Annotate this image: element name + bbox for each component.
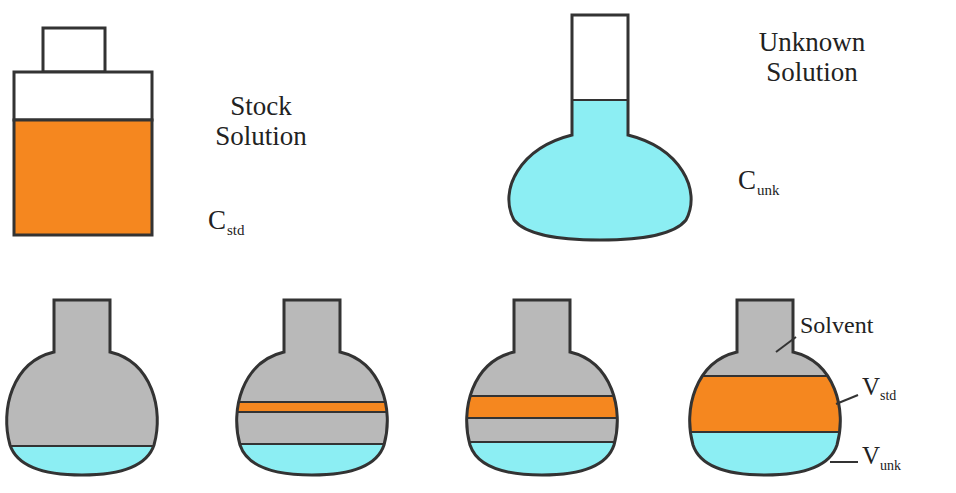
subscript: unk [880,458,901,473]
solution-label: Stock Solution [196,92,326,151]
dilution-flask [452,300,632,482]
volume-symbol: V [862,373,880,401]
solution-label: Unknown Solution [712,28,912,87]
concentration-symbol: C [208,206,226,236]
dilution-flask [222,300,402,484]
stock-bottle [14,28,152,235]
subscript: unk [757,182,780,199]
leader-lines [776,337,858,462]
unknown-flask [490,0,710,250]
subscript: std [227,222,245,239]
subscript: std [880,388,896,403]
concentration-symbol: C [738,166,756,196]
dilution-flask [0,300,172,486]
volume-symbol: V [862,442,880,470]
solvent-label: Solvent [800,312,873,338]
